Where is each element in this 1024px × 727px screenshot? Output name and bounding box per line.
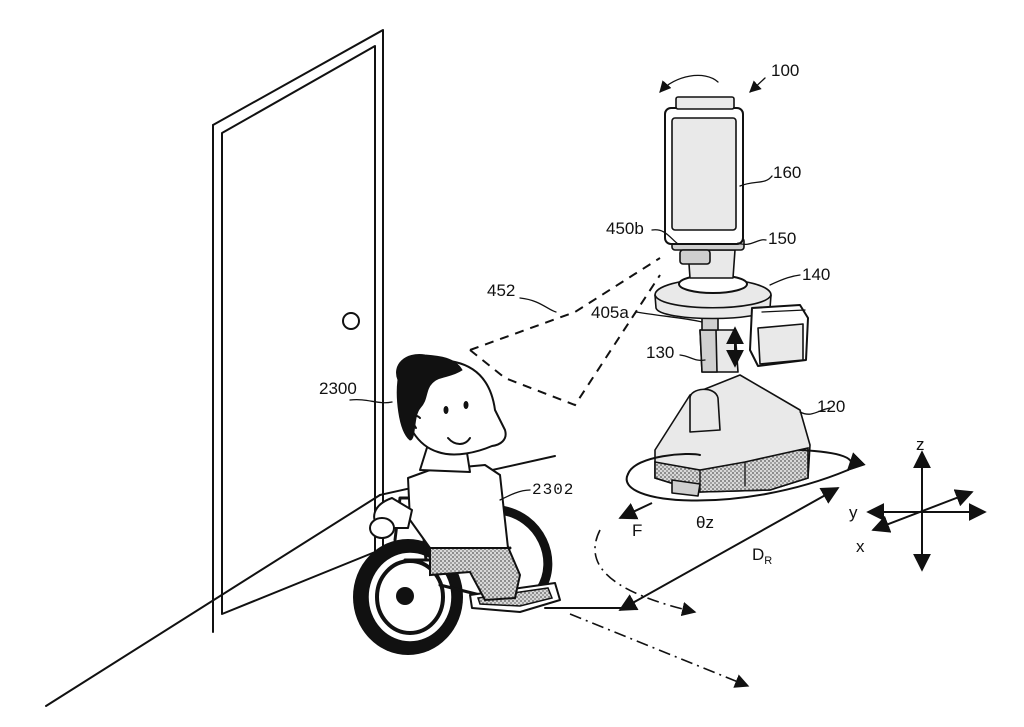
- label-axis-y: y: [849, 503, 858, 522]
- mouth: [447, 437, 471, 445]
- robot-leg-shade: [699, 329, 718, 373]
- leader-405a: [635, 311, 703, 323]
- leader-140: [769, 274, 801, 286]
- base-bumper-sensor: [689, 388, 721, 433]
- labels: 100 160 450b 150 140 452 405a 130 120 23…: [319, 61, 925, 567]
- path-trajectory-1: [594, 529, 697, 617]
- force-arrow: [618, 502, 653, 520]
- leader-120: [799, 407, 831, 415]
- sensor-405a-body: [701, 317, 719, 331]
- label-force: F: [632, 521, 642, 540]
- theta-ring-back-right: [799, 449, 866, 472]
- display-top-bar: [675, 96, 735, 110]
- side-bin-front: [757, 323, 804, 365]
- label-140: 140: [802, 265, 830, 284]
- head-rotation-arrow: [659, 74, 719, 93]
- label-axis-z: z: [916, 435, 925, 454]
- x-axis: [871, 489, 974, 533]
- coordinate-axes: [866, 450, 987, 572]
- torso: [407, 464, 509, 549]
- ear: [412, 414, 421, 429]
- label-450b: 450b: [606, 219, 644, 238]
- label-405a: 405a: [591, 303, 629, 322]
- theta-ring-back-left: [627, 453, 701, 475]
- robot: [618, 74, 866, 520]
- distance-dr-arrow: [618, 487, 840, 611]
- display-screen: [671, 117, 737, 231]
- leader-lines: [349, 77, 831, 501]
- distance-annotations: [544, 487, 840, 688]
- label-distance-main: D: [752, 545, 764, 564]
- rear-wheel-hub: [396, 587, 414, 605]
- label-150: 150: [768, 229, 796, 248]
- label-distance-sub: R: [764, 555, 772, 567]
- leader-130: [679, 354, 706, 362]
- sensing-field: [469, 257, 661, 407]
- label-distance: DR: [752, 545, 772, 567]
- leader-452: [519, 297, 557, 313]
- leader-450b: [651, 229, 679, 245]
- field-lower-edge: [469, 274, 661, 407]
- leader-100: [749, 77, 766, 93]
- eye-left: [443, 406, 449, 414]
- eye-right: [463, 401, 469, 409]
- door: [212, 29, 384, 633]
- label-theta-z: θz: [696, 513, 714, 532]
- robot-base-skirt: [654, 447, 809, 493]
- leader-150: [737, 239, 767, 246]
- hand: [369, 517, 395, 539]
- label-2300: 2300: [319, 379, 357, 398]
- door-knob: [342, 312, 360, 330]
- label-452: 452: [487, 281, 515, 300]
- label-160: 160: [773, 163, 801, 182]
- label-120: 120: [817, 397, 845, 416]
- side-bin-lip: [761, 309, 806, 313]
- label-2302: 2302: [532, 481, 574, 499]
- leader-2300: [349, 398, 393, 404]
- person-in-wheelchair: [353, 354, 561, 655]
- label-100: 100: [771, 61, 799, 80]
- label-axis-x: x: [856, 537, 865, 556]
- door-panel: [221, 45, 376, 615]
- path-trajectory-2: [569, 613, 750, 688]
- field-upper-edge: [469, 257, 661, 351]
- far-wheel: [499, 505, 553, 593]
- label-130: 130: [646, 343, 674, 362]
- leader-2302: [499, 489, 531, 501]
- camera-450b: [679, 249, 711, 265]
- leader-160: [739, 175, 773, 187]
- door-frame-outer: [212, 29, 384, 549]
